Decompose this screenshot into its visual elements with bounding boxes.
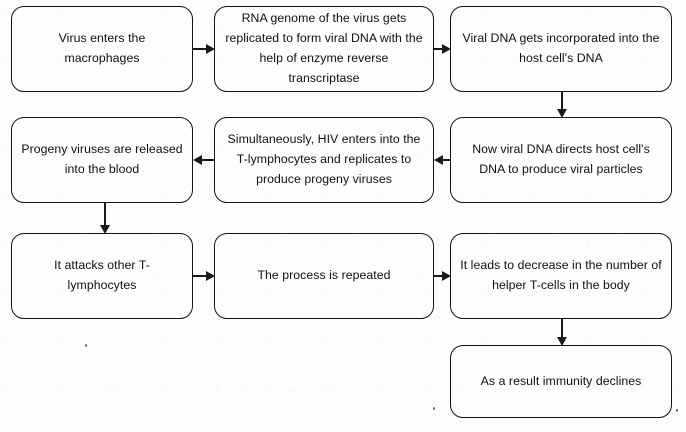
node-label: Virus enters the macrophages bbox=[58, 31, 146, 65]
flowchart-node-decrease-helper-t-cells[interactable]: It leads to decrease in the number of he… bbox=[450, 233, 672, 319]
flowchart-arrow-decrease-to-immunity bbox=[552, 319, 572, 346]
flowchart-arrow-progeny-to-attacks bbox=[95, 203, 115, 234]
node-label: As a result immunity declines bbox=[480, 373, 642, 388]
node-label: Viral DNA gets incorporated into the hos… bbox=[462, 31, 660, 65]
flowchart-arrow-directs-to-simultaneously bbox=[434, 150, 451, 170]
flowchart-arrow-viral-dna-to-directs bbox=[552, 92, 572, 118]
node-label: Progeny viruses are released into the bl… bbox=[21, 142, 183, 176]
flowchart-node-hiv-enters-t-lymphocytes[interactable]: Simultaneously, HIV enters into the T-ly… bbox=[214, 117, 434, 203]
scan-speck bbox=[676, 409, 678, 412]
flowchart-arrow-rna-to-viral-dna bbox=[434, 39, 451, 59]
node-label: The process is repeated bbox=[257, 268, 391, 283]
node-label: It attacks other T-lymphocytes bbox=[54, 258, 150, 292]
flowchart-node-viral-dna-directs-host-cell[interactable]: Now viral DNA directs host cell's DNA to… bbox=[450, 117, 672, 203]
flowchart-arrow-virus-to-rna bbox=[193, 39, 215, 59]
flowchart-node-process-is-repeated[interactable]: The process is repeated bbox=[214, 233, 434, 319]
node-label: Now viral DNA directs host cell's DNA to… bbox=[472, 142, 650, 176]
flowchart-arrow-attacks-to-repeated bbox=[193, 266, 215, 286]
flowchart-arrow-repeated-to-decrease bbox=[434, 266, 451, 286]
flowchart-node-progeny-viruses-released[interactable]: Progeny viruses are released into the bl… bbox=[11, 117, 193, 203]
scan-speck bbox=[433, 407, 435, 410]
node-label: It leads to decrease in the number of he… bbox=[460, 258, 662, 292]
node-label: Simultaneously, HIV enters into the T-ly… bbox=[227, 132, 421, 186]
scan-speck bbox=[85, 344, 87, 347]
flowchart-node-rna-genome-replicated[interactable]: RNA genome of the virus gets replicated … bbox=[214, 6, 434, 92]
node-label: RNA genome of the virus gets replicated … bbox=[225, 11, 423, 85]
flowchart-node-attacks-other-t-lymphocytes[interactable]: It attacks other T-lymphocytes bbox=[11, 233, 193, 319]
flowchart-arrow-simultaneously-to-progeny bbox=[193, 150, 215, 170]
flowchart-node-viral-dna-incorporated[interactable]: Viral DNA gets incorporated into the hos… bbox=[450, 6, 672, 92]
flowchart-node-virus-enters-macrophages[interactable]: Virus enters the macrophages bbox=[11, 6, 193, 92]
flowchart-node-immunity-declines[interactable]: As a result immunity declines bbox=[450, 345, 672, 418]
